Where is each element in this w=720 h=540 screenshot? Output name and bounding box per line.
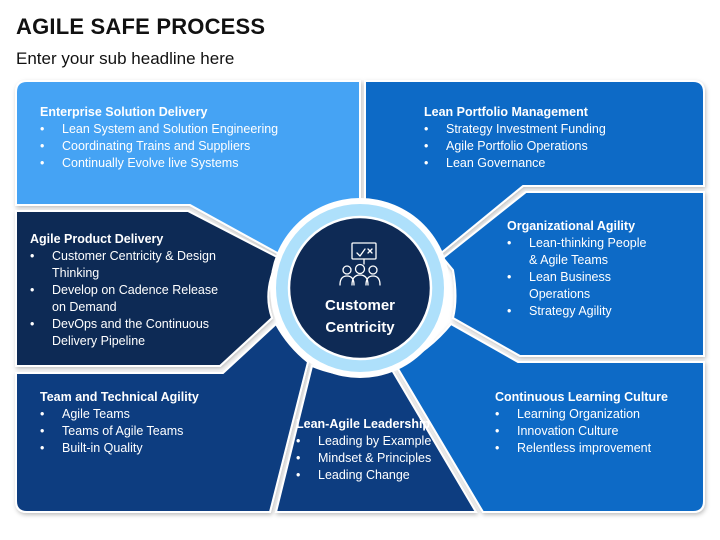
lean-agile-leadership-text: Lean-Agile Leadership Leading by Example… xyxy=(296,416,466,484)
list-item: Leading by Example xyxy=(296,433,466,450)
list-item: Develop on Cadence Release on Demand xyxy=(30,282,230,316)
enterprise-list: Lean System and Solution Engineering Coo… xyxy=(40,121,340,172)
continuous-learning-culture-text: Continuous Learning Culture Learning Org… xyxy=(495,389,695,457)
list-item: Continually Evolve live Systems xyxy=(40,155,340,172)
learning-list: Learning Organization Innovation Culture… xyxy=(495,406,695,457)
product-list: Customer Centricity & Design Thinking De… xyxy=(30,248,230,350)
center-circle xyxy=(287,215,433,361)
list-item: Strategy Investment Funding xyxy=(424,121,694,138)
list-item: Lean Governance xyxy=(424,155,694,172)
enterprise-heading: Enterprise Solution Delivery xyxy=(40,105,208,119)
portfolio-list: Strategy Investment Funding Agile Portfo… xyxy=(424,121,694,172)
team-technical-agility-text: Team and Technical Agility Agile Teams T… xyxy=(40,389,260,457)
list-item: Agile Teams xyxy=(40,406,260,423)
team-heading: Team and Technical Agility xyxy=(40,390,199,404)
portfolio-heading: Lean Portfolio Management xyxy=(424,105,588,119)
list-item: Mindset & Principles xyxy=(296,450,466,467)
organizational-list: Lean-thinking People & Agile Teams Lean … xyxy=(507,235,657,320)
list-item: Lean-thinking People & Agile Teams xyxy=(507,235,657,269)
product-heading: Agile Product Delivery xyxy=(30,232,164,246)
list-item: Lean System and Solution Engineering xyxy=(40,121,340,138)
organizational-agility-text: Organizational Agility Lean-thinking Peo… xyxy=(507,218,657,320)
list-item: DevOps and the Continuous Delivery Pipel… xyxy=(30,316,230,350)
list-item: Customer Centricity & Design Thinking xyxy=(30,248,230,282)
list-item: Leading Change xyxy=(296,467,466,484)
learning-heading: Continuous Learning Culture xyxy=(495,390,668,404)
list-item: Lean Business Operations xyxy=(507,269,657,303)
team-presentation-icon xyxy=(339,242,381,286)
page-subtitle: Enter your sub headline here xyxy=(16,49,235,68)
center-label-line2: Centricity xyxy=(325,319,395,336)
list-item: Learning Organization xyxy=(495,406,695,423)
list-item: Strategy Agility xyxy=(507,303,657,320)
center-label: Customer Centricity xyxy=(300,295,420,339)
page-title: AGILE SAFE PROCESS xyxy=(16,14,266,39)
organizational-heading: Organizational Agility xyxy=(507,219,636,233)
list-item: Built-in Quality xyxy=(40,440,260,457)
list-item: Innovation Culture xyxy=(495,423,695,440)
list-item: Agile Portfolio Operations xyxy=(424,138,694,155)
enterprise-solution-delivery-text: Enterprise Solution Delivery Lean System… xyxy=(40,104,340,172)
list-item: Teams of Agile Teams xyxy=(40,423,260,440)
leadership-heading: Lean-Agile Leadership xyxy=(296,417,431,431)
leadership-list: Leading by Example Mindset & Principles … xyxy=(296,433,466,484)
team-list: Agile Teams Teams of Agile Teams Built-i… xyxy=(40,406,260,457)
agile-product-delivery-text: Agile Product Delivery Customer Centrici… xyxy=(30,231,230,350)
center-label-line1: Customer xyxy=(324,297,395,314)
lean-portfolio-management-text: Lean Portfolio Management Strategy Inves… xyxy=(424,104,694,172)
list-item: Coordinating Trains and Suppliers xyxy=(40,138,340,155)
list-item: Relentless improvement xyxy=(495,440,695,457)
